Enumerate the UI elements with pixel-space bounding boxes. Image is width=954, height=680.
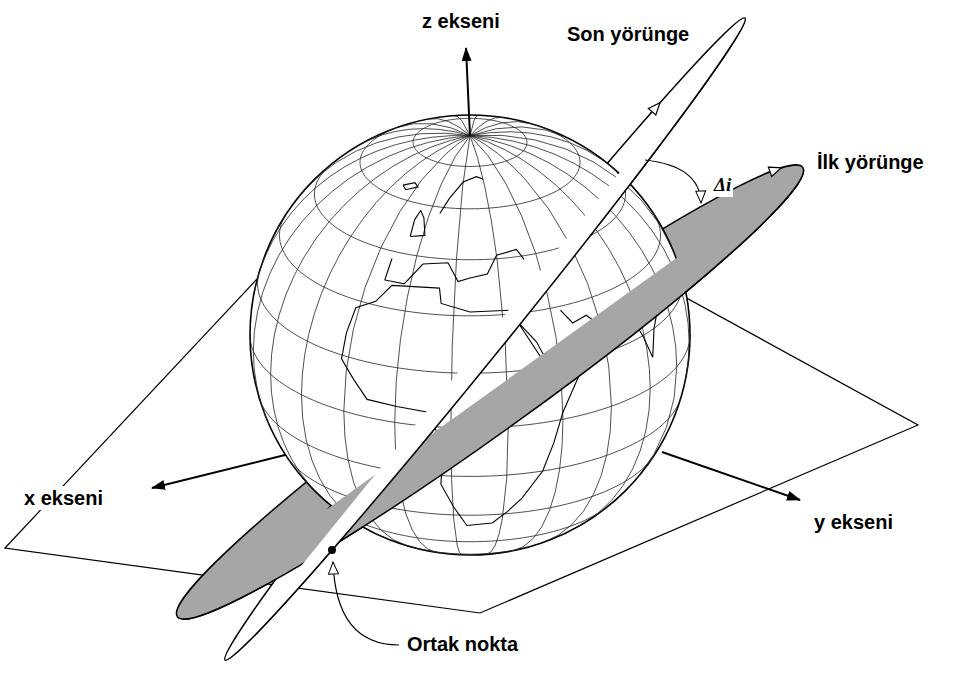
final-orbit-back [211, 7, 759, 672]
leader-line [333, 562, 399, 645]
orbit-label: İlk yörünge [815, 150, 926, 174]
axis-label: x ekseni [22, 486, 105, 510]
orbit-arrowhead [768, 163, 783, 176]
final-orbit [214, 7, 759, 672]
z-axis [466, 48, 470, 136]
inclination-arc [645, 160, 701, 203]
point-label: Ortak nokta [405, 632, 520, 656]
orbit-arrowhead-shape [648, 99, 663, 115]
x-axis [152, 455, 285, 488]
initial-orbit-front [154, 135, 826, 649]
y-axis [662, 452, 800, 500]
axis-label: z ekseni [420, 9, 502, 33]
orbit-arrowhead [648, 99, 663, 115]
common-point-dot [328, 546, 336, 554]
final-orbit-front [211, 7, 759, 672]
initial-orbit [165, 159, 826, 650]
angle-label: Δi [712, 174, 733, 197]
final-orbit [211, 7, 759, 672]
orbit-arrowhead-shape [768, 163, 783, 176]
orbit-label: Son yörünge [565, 22, 691, 46]
axis-label: y ekseni [812, 510, 895, 534]
